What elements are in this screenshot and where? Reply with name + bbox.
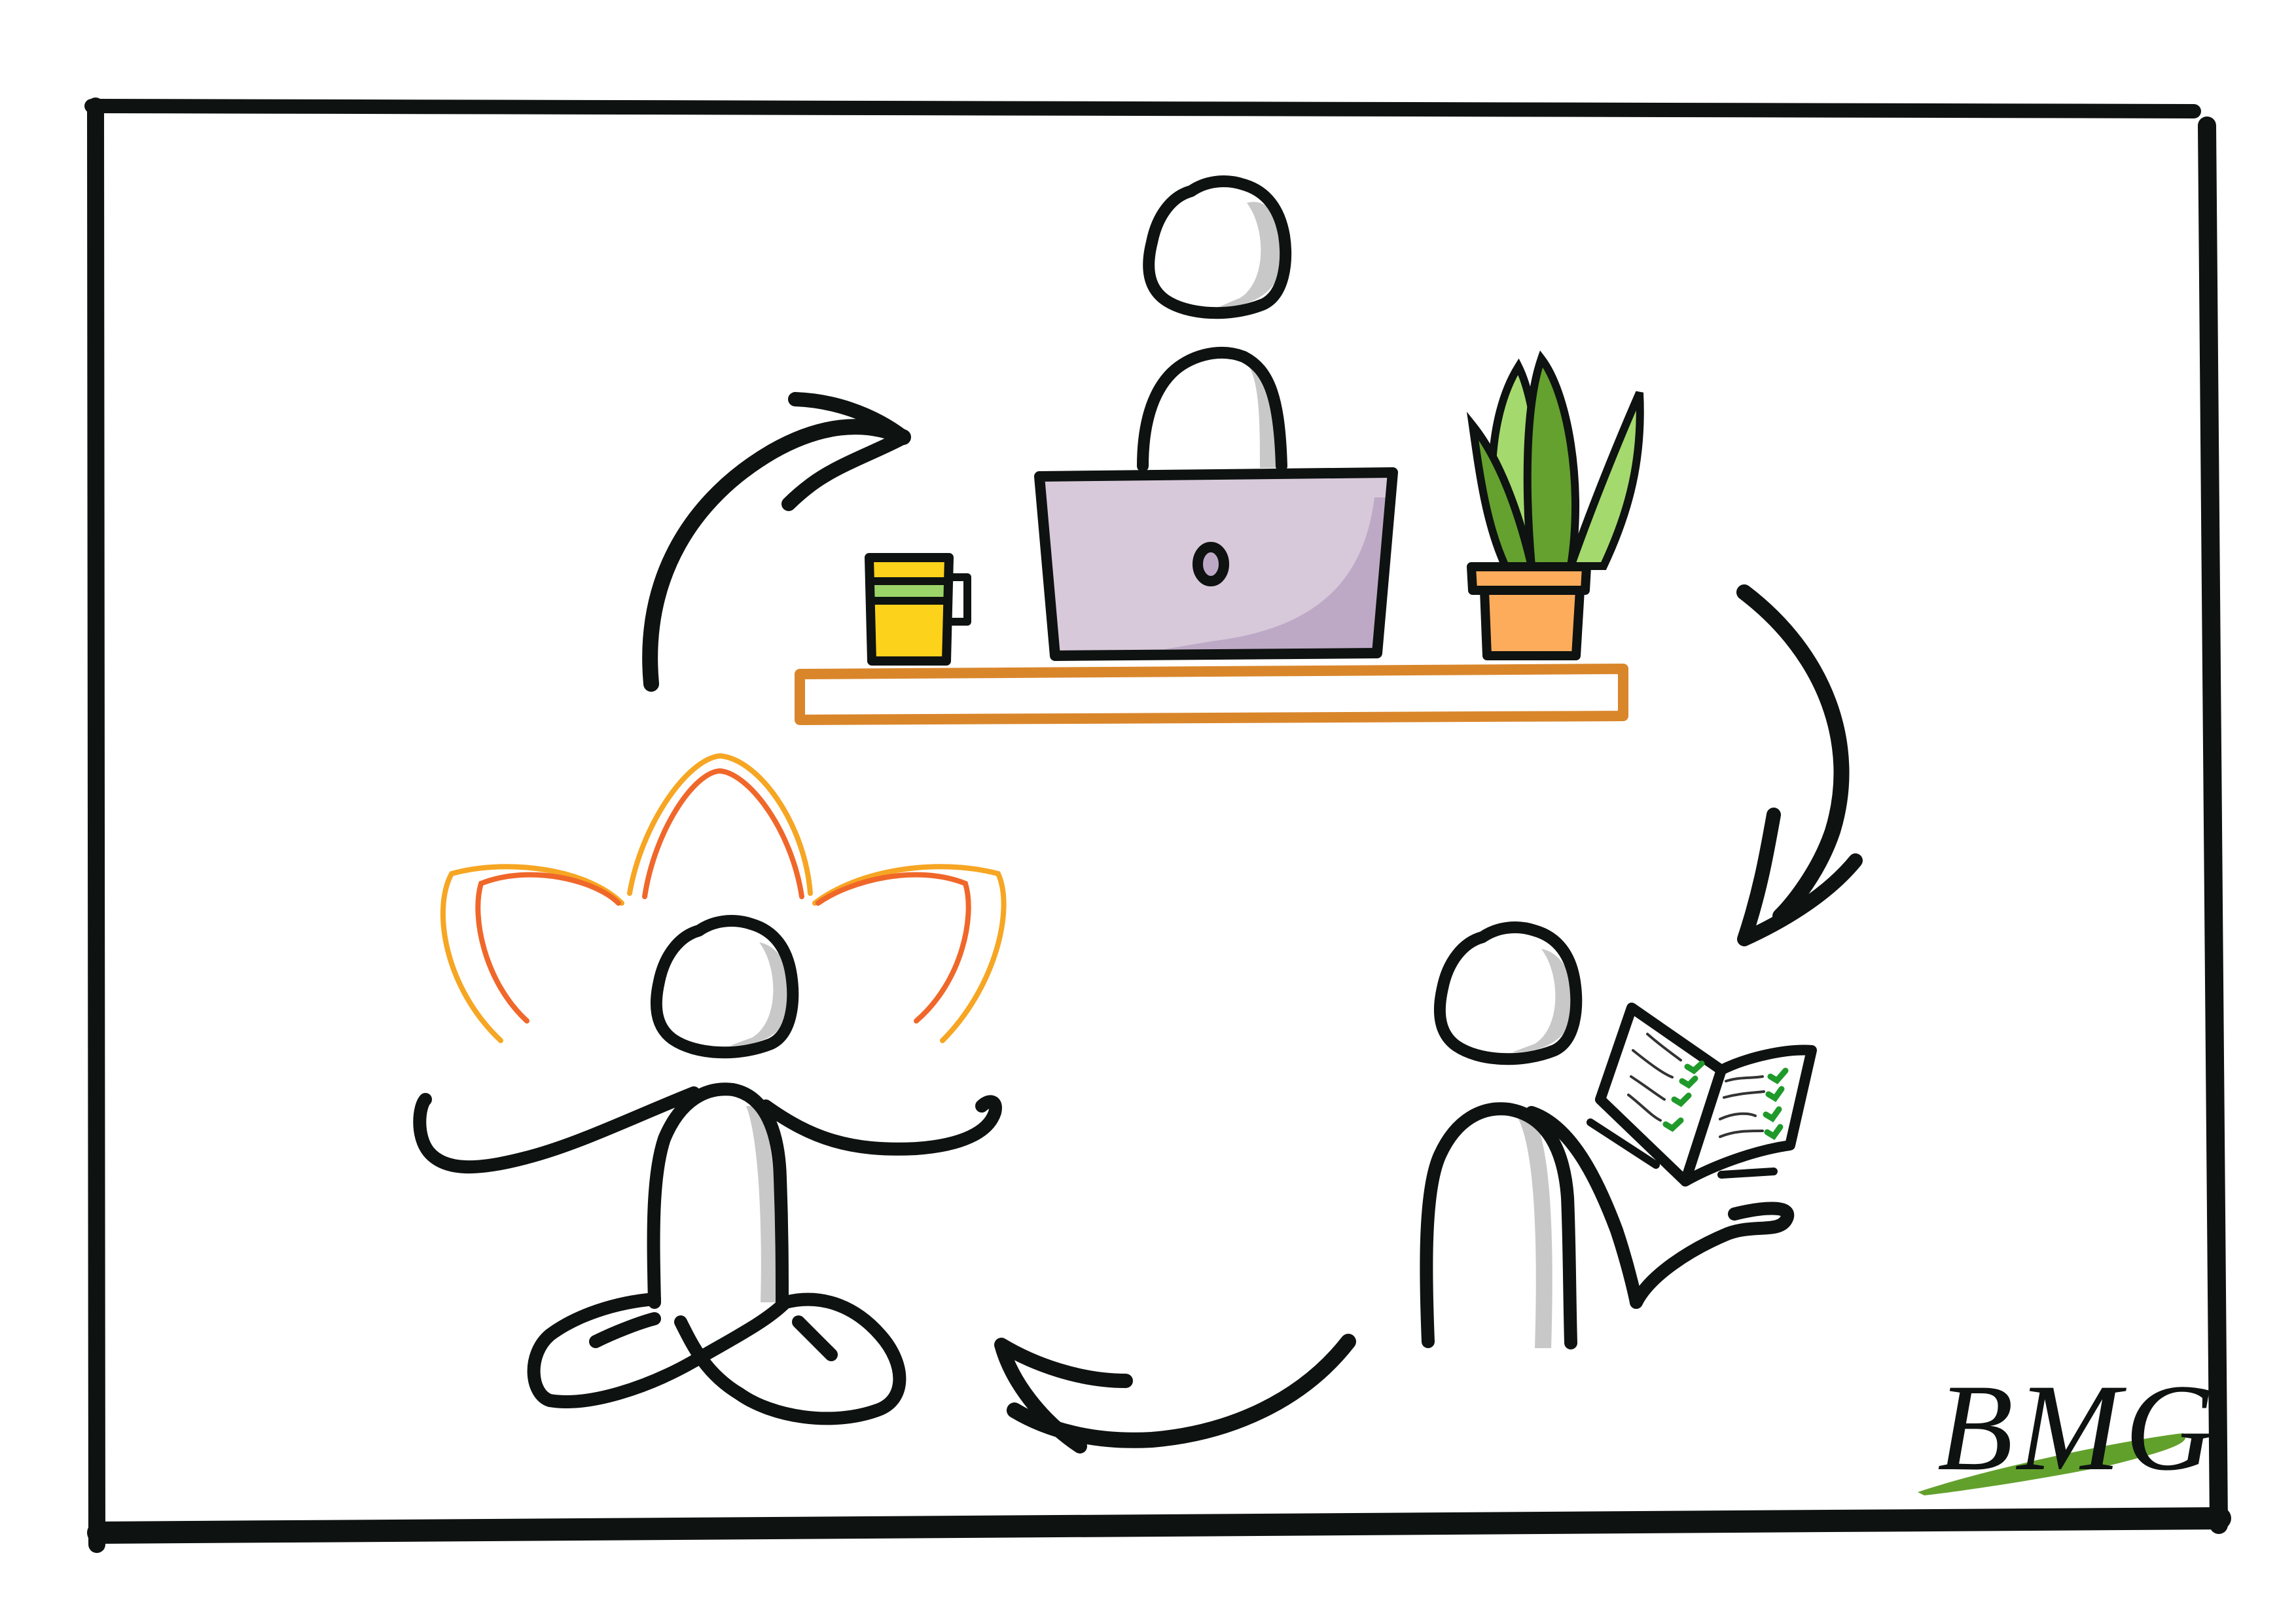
signature-text: BMG — [1937, 1359, 2219, 1497]
arrow-learn-to-relax — [994, 1334, 1356, 1454]
person-head — [1143, 175, 1292, 319]
checkmark-icons — [1662, 1060, 1789, 1140]
cycle-arrows — [642, 392, 1863, 1454]
laptop-logo-icon — [1193, 542, 1229, 586]
person-head — [1433, 921, 1583, 1065]
desk-shelf — [795, 664, 1628, 725]
person-head — [650, 915, 799, 1059]
frame — [84, 98, 2231, 1553]
potted-plant — [1466, 350, 1644, 660]
coffee-mug — [865, 553, 971, 666]
open-book — [1587, 1003, 1817, 1186]
person-body — [1420, 1102, 1795, 1349]
signature: BMG — [1918, 1359, 2219, 1497]
work-scene — [795, 175, 1644, 725]
laptop — [1034, 467, 1398, 661]
arrow-relax-to-work — [642, 392, 911, 692]
relax-scene — [413, 753, 1007, 1425]
person-torso — [1137, 347, 1287, 472]
learn-scene — [1420, 921, 1817, 1349]
arrow-work-to-learn — [1736, 584, 1863, 946]
person-body — [413, 1082, 1002, 1425]
signature-underline — [1918, 1433, 2186, 1495]
lotus-petals — [440, 753, 1007, 1043]
